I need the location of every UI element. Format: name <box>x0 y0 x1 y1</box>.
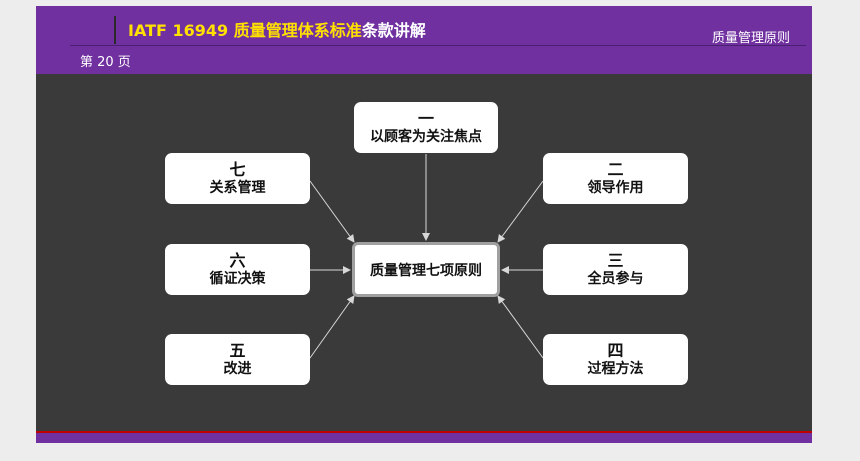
principle-7-number: 七 <box>229 159 246 179</box>
header-rule <box>70 45 806 46</box>
slide-header: IATF 16949 质量管理体系标准条款讲解 质量管理原则 第 20 页 <box>36 6 812 74</box>
title-suffix: 条款讲解 <box>361 21 426 40</box>
principle-5-label: 改进 <box>223 360 252 377</box>
principle-7-label: 关系管理 <box>209 179 266 196</box>
principle-6-number: 六 <box>229 250 246 270</box>
principle-4-label: 过程方法 <box>587 360 644 377</box>
page-number: 第 20 页 <box>80 55 131 70</box>
principle-4-node: 四 过程方法 <box>543 334 688 385</box>
principle-3-label: 全员参与 <box>587 270 644 287</box>
connector-arrows <box>309 154 544 359</box>
section-label: 质量管理原则 <box>711 31 790 46</box>
principle-4-number: 四 <box>607 340 624 360</box>
principle-2-label: 领导作用 <box>587 179 644 196</box>
footer-red-rule <box>36 431 812 433</box>
footer-bar <box>36 433 812 443</box>
principle-6-label: 循证决策 <box>209 270 266 287</box>
principle-5-number: 五 <box>229 340 246 360</box>
principle-1-label: 以顾客为关注焦点 <box>370 128 482 145</box>
principle-1-node: 一 以顾客为关注焦点 <box>354 102 498 153</box>
slide: IATF 16949 质量管理体系标准条款讲解 质量管理原则 第 20 页 一 … <box>36 6 812 443</box>
title-prefix: IATF 16949 质量管理体系标准 <box>128 21 362 40</box>
principle-5-node: 五 改进 <box>165 334 310 385</box>
arrow-4-to-center <box>497 295 544 359</box>
center-node: 质量管理七项原则 <box>352 242 500 297</box>
slide-title: IATF 16949 质量管理体系标准条款讲解 <box>128 17 426 41</box>
title-divider <box>114 16 116 44</box>
principle-3-node: 三 全员参与 <box>543 244 688 295</box>
arrow-7-to-center <box>309 180 355 243</box>
principle-7-node: 七 关系管理 <box>165 153 310 204</box>
principle-3-number: 三 <box>607 250 624 270</box>
arrow-5-to-center <box>309 295 355 359</box>
arrow-2-to-center <box>497 180 544 243</box>
principle-6-node: 六 循证决策 <box>165 244 310 295</box>
principle-2-number: 二 <box>607 159 624 179</box>
principle-2-node: 二 领导作用 <box>543 153 688 204</box>
principle-1-number: 一 <box>417 108 434 128</box>
